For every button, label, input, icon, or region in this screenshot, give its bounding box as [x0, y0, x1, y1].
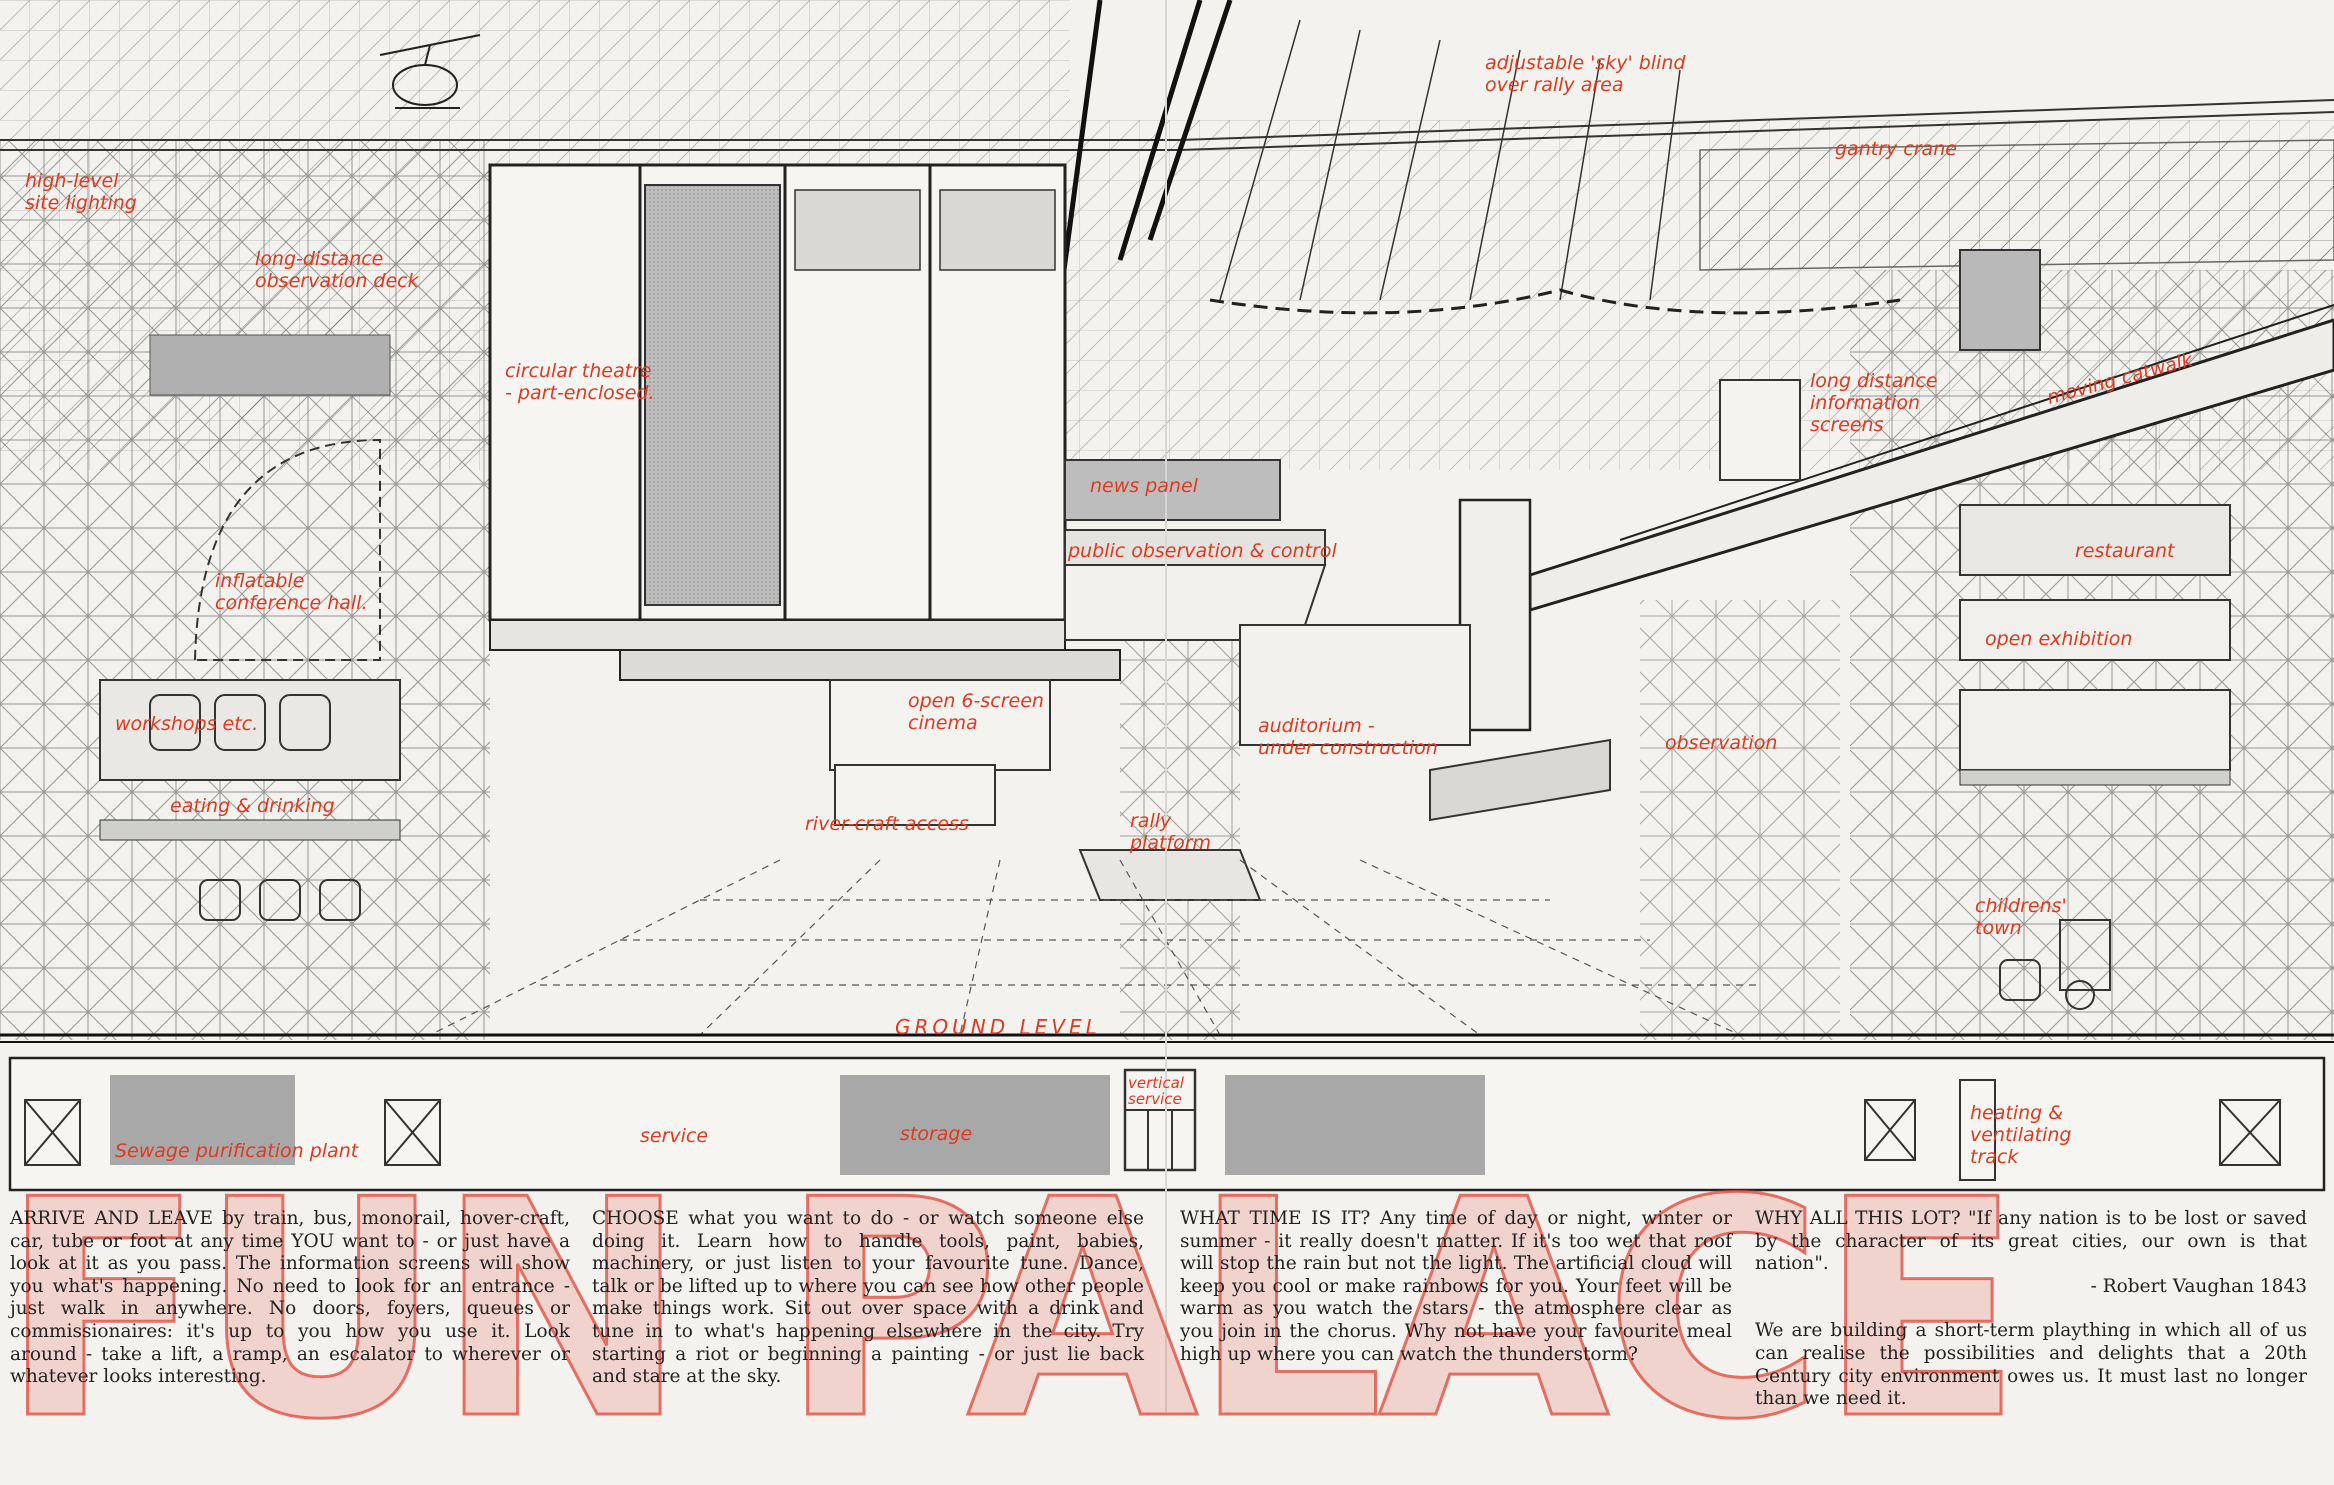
annotation-news-panel: news panel: [1090, 475, 1198, 497]
ground-level-label: GROUND LEVEL: [895, 1015, 1101, 1039]
annotation-gantry-crane: gantry crane: [1835, 138, 1957, 160]
annotation-sewage-purification-plant: Sewage purification plant: [115, 1140, 359, 1162]
annotation-inflatable-conference-hall: inflatable conference hall.: [215, 570, 368, 614]
annotation-observation: observation: [1665, 732, 1778, 754]
fun-palace-section-drawing: [0, 0, 2334, 1412]
quote-attribution: - Robert Vaughan 1843: [2090, 1275, 2307, 1297]
why-quote: WHY ALL THIS LOT? "If any nation is to b…: [1755, 1208, 2307, 1275]
annotation-long-distance-observation-deck: long-distance observation deck: [255, 248, 419, 292]
why-body: We are building a short-term plaything i…: [1755, 1320, 2307, 1410]
text-column-choose: CHOOSE what you want to do - or watch so…: [592, 1208, 1144, 1389]
annotation-childrens-town: childrens' town: [1975, 895, 2067, 939]
text-column-arrive: ARRIVE AND LEAVE by train, bus, monorail…: [10, 1208, 570, 1389]
annotation-eating-drinking: eating & drinking: [170, 795, 335, 817]
annotation-auditorium: auditorium - under construction: [1258, 715, 1438, 759]
annotation-vertical-service: vertical service: [1128, 1074, 1184, 1108]
annotation-circular-theatre: circular theatre - part-enclosed.: [505, 360, 655, 404]
annotation-open-cinema: open 6-screen cinema: [908, 690, 1044, 734]
annotation-rally-platform: rally platform: [1130, 810, 1212, 854]
time-paragraph: WHAT TIME IS IT? Any time of day or nigh…: [1180, 1208, 1732, 1365]
annotation-long-distance-information-screens: long distance information screens: [1810, 370, 1938, 436]
text-column-why: WHY ALL THIS LOT? "If any nation is to b…: [1755, 1208, 2307, 1411]
annotation-restaurant: restaurant: [2075, 540, 2175, 562]
annotation-adjustable-sky-blind: adjustable 'sky' blind over rally area: [1485, 52, 1686, 96]
annotation-storage: storage: [900, 1123, 973, 1145]
annotation-public-observation-control: public observation & control: [1068, 540, 1337, 562]
annotation-high-level-site-lighting: high-level site lighting: [25, 170, 137, 214]
annotation-workshops: workshops etc.: [115, 713, 259, 735]
annotation-open-exhibition: open exhibition: [1985, 628, 2133, 650]
text-column-time: WHAT TIME IS IT? Any time of day or nigh…: [1180, 1208, 1732, 1366]
annotation-heating-ventilating-track: heating & ventilating track: [1970, 1102, 2072, 1168]
annotation-river-craft-access: river-craft access: [805, 813, 969, 835]
choose-paragraph: CHOOSE what you want to do - or watch so…: [592, 1208, 1144, 1388]
annotation-service: service: [640, 1125, 709, 1147]
arrive-paragraph: ARRIVE AND LEAVE by train, bus, monorail…: [10, 1208, 570, 1388]
